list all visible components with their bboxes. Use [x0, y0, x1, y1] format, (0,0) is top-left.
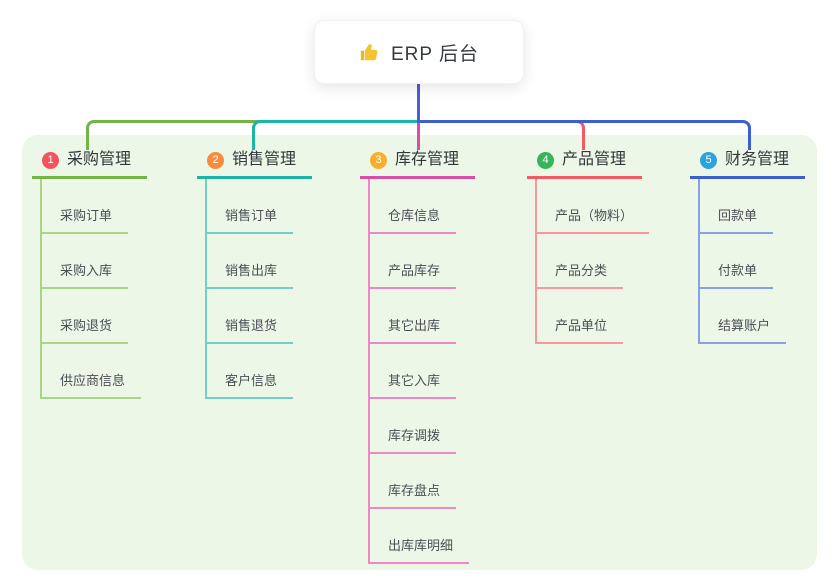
tree-row: 库存调拨	[370, 399, 475, 454]
tree-node[interactable]: 仓库信息	[370, 205, 457, 234]
branch-number-badge: 2	[207, 151, 224, 169]
tree-node[interactable]: 其它出库	[370, 315, 457, 344]
tree-node[interactable]: 产品库存	[370, 260, 457, 289]
branch-children: 仓库信息 产品库存 其它出库 其它入库 库存调拨 库存盘点 出库库明细	[368, 179, 475, 564]
tree-node[interactable]: 产品（物料）	[537, 205, 650, 234]
branch-children: 采购订单 采购入库 采购退货 供应商信息	[40, 179, 147, 399]
tree-node[interactable]: 出库库明细	[370, 535, 470, 564]
tree-row: 付款单	[700, 234, 805, 289]
tree-node[interactable]: 其它入库	[370, 370, 457, 399]
branch-title: 销售管理	[232, 151, 297, 168]
tree-node[interactable]: 回款单	[700, 205, 774, 234]
tree-node[interactable]: 销售订单	[207, 205, 294, 234]
branch-title: 库存管理	[395, 151, 460, 168]
root-title: ERP 后台	[390, 43, 479, 65]
branch-purchase: 1 采购管理 采购订单 采购入库 采购退货 供应商信息	[32, 148, 148, 399]
tree-row: 回款单	[700, 179, 805, 234]
connector-elbow-branch-1	[86, 120, 419, 150]
tree-node[interactable]: 采购入库	[42, 260, 129, 289]
tree-node[interactable]: 产品单位	[537, 315, 624, 344]
tree-node[interactable]: 库存调拨	[370, 425, 457, 454]
tree-node[interactable]: 销售出库	[207, 260, 294, 289]
tree-row: 结算账户	[700, 289, 805, 344]
branch-title: 产品管理	[562, 151, 627, 168]
tree-node[interactable]: 付款单	[700, 260, 774, 289]
tree-row: 出库库明细	[370, 509, 475, 564]
tree-row: 采购订单	[42, 179, 147, 234]
tree-node[interactable]: 销售退货	[207, 315, 294, 344]
branch-finance: 5 财务管理 回款单 付款单 结算账户	[690, 148, 806, 344]
tree-row: 库存盘点	[370, 454, 475, 509]
tree-node[interactable]: 客户信息	[207, 370, 294, 399]
tree-row: 产品（物料）	[537, 179, 650, 234]
branch-header[interactable]: 1 采购管理	[32, 148, 148, 179]
tree-row: 其它出库	[370, 289, 475, 344]
branch-sales: 2 销售管理 销售订单 销售出库 销售退货 客户信息	[197, 148, 313, 399]
tree-row: 销售订单	[207, 179, 312, 234]
branch-inventory: 3 库存管理 仓库信息 产品库存 其它出库 其它入库 库存调拨 库存盘点 出库库…	[360, 148, 476, 564]
tree-node[interactable]: 结算账户	[700, 315, 787, 344]
tree-row: 仓库信息	[370, 179, 475, 234]
tree-node[interactable]: 采购订单	[42, 205, 129, 234]
tree-row: 供应商信息	[42, 344, 147, 399]
branch-title: 采购管理	[67, 151, 132, 168]
tree-row: 客户信息	[207, 344, 312, 399]
connector-drop-branch-3	[417, 121, 420, 150]
tree-row: 产品分类	[537, 234, 649, 289]
branch-title: 财务管理	[725, 151, 790, 168]
branch-header[interactable]: 5 财务管理	[690, 148, 806, 179]
connector-elbow-branch-5	[419, 120, 751, 150]
tree-row: 销售出库	[207, 234, 312, 289]
tree-row: 采购退货	[42, 289, 147, 344]
tree-row: 销售退货	[207, 289, 312, 344]
branch-children: 销售订单 销售出库 销售退货 客户信息	[205, 179, 312, 399]
thumbs-up-icon	[359, 41, 381, 63]
branch-header[interactable]: 2 销售管理	[197, 148, 313, 179]
branch-product: 4 产品管理 产品（物料） 产品分类 产品单位	[527, 148, 650, 344]
branch-children: 产品（物料） 产品分类 产品单位	[535, 179, 650, 344]
tree-row: 产品单位	[537, 289, 649, 344]
branch-header[interactable]: 3 库存管理	[360, 148, 476, 179]
branch-number-badge: 3	[370, 151, 387, 169]
connector-root-drop	[417, 84, 420, 123]
tree-node[interactable]: 产品分类	[537, 260, 624, 289]
tree-node[interactable]: 采购退货	[42, 315, 129, 344]
root-node[interactable]: ERP 后台	[314, 20, 524, 84]
tree-node[interactable]: 库存盘点	[370, 480, 457, 509]
tree-row: 采购入库	[42, 234, 147, 289]
branch-children: 回款单 付款单 结算账户	[698, 179, 805, 344]
branch-header[interactable]: 4 产品管理	[527, 148, 643, 179]
tree-row: 其它入库	[370, 344, 475, 399]
branches-background-panel	[22, 135, 817, 570]
tree-row: 产品库存	[370, 234, 475, 289]
branch-number-badge: 5	[700, 151, 717, 169]
branch-number-badge: 4	[537, 151, 554, 169]
connector-elbow-branch-2	[252, 120, 419, 150]
tree-node[interactable]: 供应商信息	[42, 370, 142, 399]
branch-number-badge: 1	[42, 151, 59, 169]
